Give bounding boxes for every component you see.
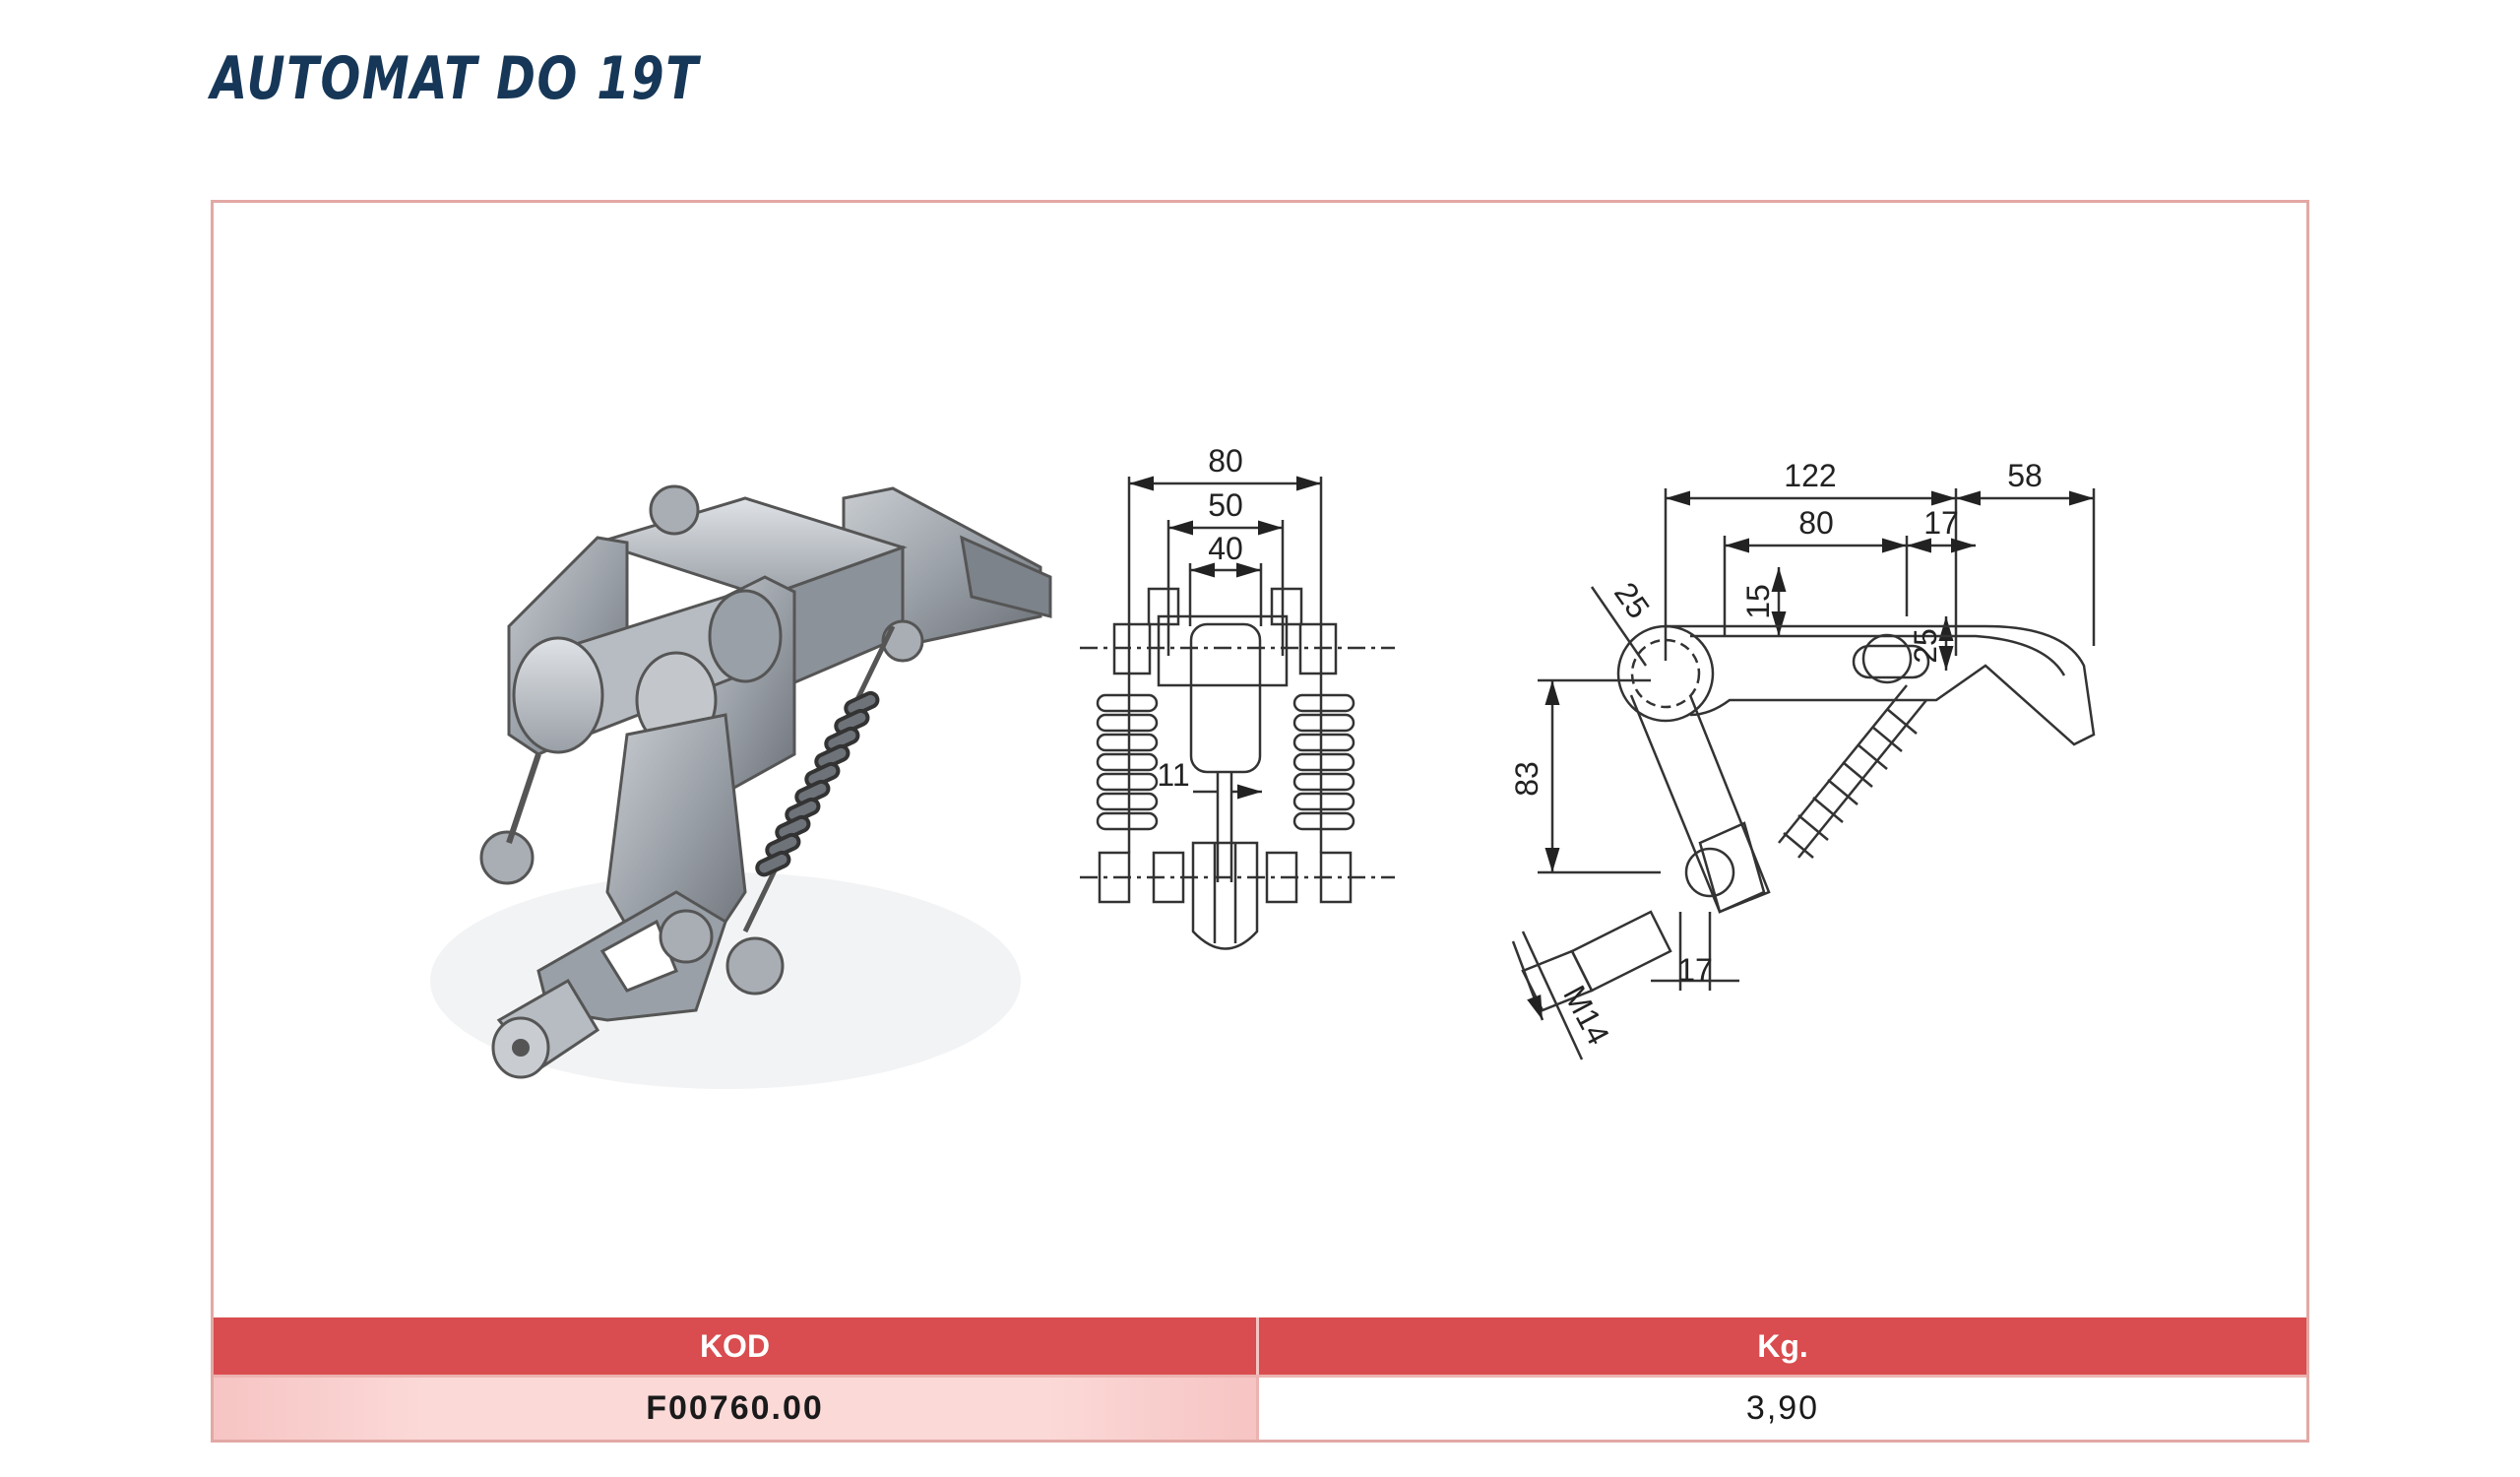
spec-table: KOD Kg. F00760.00 3,90: [214, 1317, 2306, 1440]
front-dim-80: 80: [1208, 443, 1243, 479]
cell-weight: 3,90: [1259, 1375, 2306, 1440]
side-dim-83: 83: [1509, 761, 1544, 797]
side-view-drawing: [1511, 488, 2096, 1060]
side-dim-17-bottom: 17: [1677, 952, 1713, 988]
cell-product-code: F00760.00: [214, 1375, 1259, 1440]
product-drawings: 80 50 40 11: [214, 203, 2306, 1320]
front-dim-50: 50: [1208, 487, 1243, 523]
header-kod: KOD: [214, 1317, 1259, 1375]
side-dim-25-vertical: 25: [1908, 628, 1943, 664]
product-card: 80 50 40 11: [211, 200, 2309, 1443]
front-dim-40: 40: [1208, 531, 1243, 566]
side-dim-m14: M14: [1556, 980, 1616, 1051]
side-dim-diameter-25: 25: [1607, 576, 1657, 625]
page-title: AUTOMAT DO 19T: [211, 44, 700, 113]
side-dim-80: 80: [1798, 505, 1834, 541]
front-dim-11: 11: [1157, 757, 1189, 793]
side-dim-58: 58: [2007, 458, 2043, 493]
side-dim-122: 122: [1784, 458, 1836, 493]
side-dim-15: 15: [1740, 584, 1776, 619]
header-weight: Kg.: [1259, 1317, 2306, 1375]
side-dim-17-top: 17: [1923, 505, 1959, 541]
front-view-drawing: [1080, 476, 1395, 950]
coupling-3d-render: [430, 484, 1052, 1089]
